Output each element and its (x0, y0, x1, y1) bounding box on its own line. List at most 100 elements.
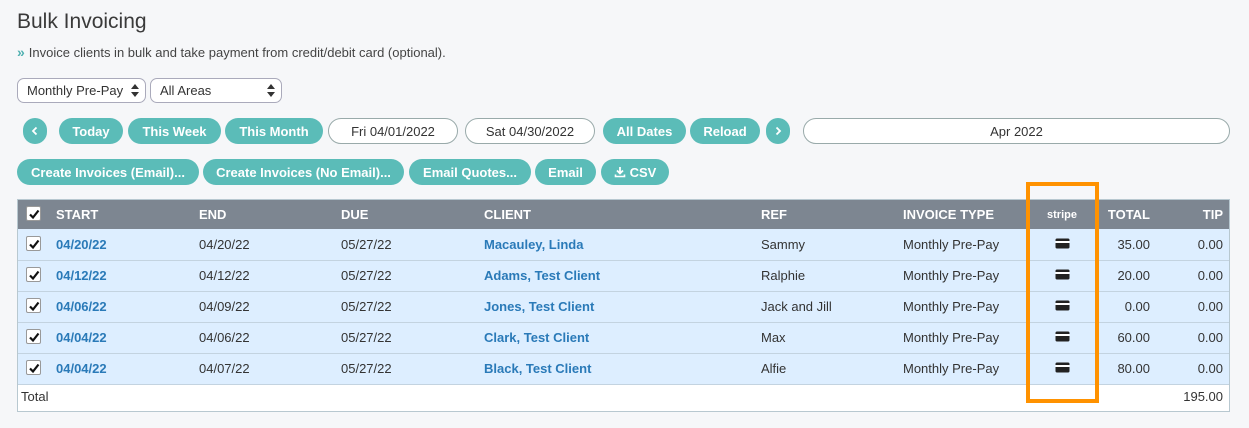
row-invoice-type: Monthly Pre-Pay (903, 236, 1000, 252)
row-checkbox[interactable] (26, 329, 41, 345)
chevron-right-icon (775, 126, 782, 136)
page-subtitle: » Invoice clients in bulk and take payme… (17, 44, 446, 60)
row-start-link[interactable]: 04/20/22 (56, 236, 107, 252)
row-checkbox[interactable] (26, 360, 41, 376)
row-client-link[interactable]: Clark, Test Client (484, 330, 590, 345)
subtitle-text: Invoice clients in bulk and take payment… (28, 44, 446, 60)
row-ref: Max (761, 330, 786, 345)
row-tip: 0.00 (1197, 361, 1223, 376)
header-ref[interactable]: REF (761, 207, 787, 222)
row-client-link[interactable]: Jones, Test Client (484, 299, 595, 314)
header-start[interactable]: START (56, 207, 99, 222)
area-select-value: All Areas (160, 83, 212, 98)
checkmark-icon (28, 332, 39, 342)
row-due: 05/27/22 (341, 361, 392, 376)
checkmark-icon (28, 301, 39, 311)
total-label: Total (21, 388, 49, 404)
row-invoice-type: Monthly Pre-Pay (903, 299, 1000, 314)
select-arrows-icon (131, 83, 139, 98)
row-start-link[interactable]: 04/04/22 (56, 361, 107, 376)
row-client-link[interactable]: Adams, Test Client (484, 268, 601, 283)
row-total: 35.00 (1117, 236, 1150, 252)
header-client[interactable]: CLIENT (484, 207, 531, 222)
header-invoice-type[interactable]: INVOICE TYPE (903, 207, 995, 222)
row-total: 0.00 (1124, 299, 1150, 314)
row-tip: 0.00 (1197, 299, 1223, 314)
next-period-button[interactable] (766, 118, 790, 144)
row-client-link[interactable]: Macauley, Linda (484, 236, 584, 252)
row-start-link[interactable]: 04/04/22 (56, 330, 107, 345)
create-invoices-email-button[interactable]: Create Invoices (Email)... (17, 159, 199, 185)
table-row: 04/20/22 04/20/22 05/27/22 Macauley, Lin… (18, 229, 1229, 260)
row-start-link[interactable]: 04/12/22 (56, 268, 107, 283)
row-ref: Alfie (761, 361, 787, 376)
email-button[interactable]: Email (535, 159, 596, 185)
table-row: 04/12/22 04/12/22 05/27/22 Adams, Test C… (18, 260, 1229, 291)
this-month-button[interactable]: This Month (225, 118, 323, 144)
row-total: 20.00 (1117, 268, 1150, 283)
grand-total: 195.00 (1183, 388, 1223, 404)
page-title: Bulk Invoicing (17, 10, 147, 33)
previous-period-button[interactable] (23, 118, 47, 144)
select-all-checkbox-box[interactable] (26, 206, 41, 222)
header-total[interactable]: TOTAL (1107, 207, 1150, 222)
reload-button[interactable]: Reload (690, 118, 760, 144)
this-week-button[interactable]: This Week (128, 118, 221, 144)
invoice-type-select-value: Monthly Pre-Pay (27, 83, 124, 98)
end-date-input[interactable]: Sat 04/30/2022 (465, 118, 595, 144)
header-stripe: stripe (1047, 208, 1077, 221)
period-display: Apr 2022 (803, 118, 1230, 144)
row-total: 60.00 (1117, 330, 1150, 345)
row-ref: Ralphie (761, 268, 806, 283)
start-date-input[interactable]: Fri 04/01/2022 (328, 118, 458, 144)
checkmark-icon (28, 239, 39, 249)
row-due: 05/27/22 (341, 330, 392, 345)
credit-card-icon[interactable] (1055, 300, 1070, 311)
row-start-link[interactable]: 04/06/22 (56, 299, 107, 314)
today-button[interactable]: Today (59, 118, 123, 144)
table-row: 04/04/22 04/07/22 05/27/22 Black, Test C… (18, 353, 1229, 384)
row-end: 04/20/22 (199, 236, 250, 252)
row-tip: 0.00 (1197, 268, 1223, 283)
double-chevron-right-icon: » (17, 44, 25, 60)
csv-button-label: CSV (629, 164, 657, 180)
row-due: 05/27/22 (341, 268, 392, 283)
row-end: 04/07/22 (199, 361, 250, 376)
credit-card-icon[interactable] (1055, 238, 1070, 249)
table-row: 04/04/22 04/06/22 05/27/22 Clark, Test C… (18, 322, 1229, 353)
select-arrows-icon (267, 83, 275, 98)
area-select[interactable]: All Areas (150, 78, 282, 103)
table-header-row: START END DUE CLIENT REF INVOICE TYPE st… (18, 200, 1229, 229)
row-invoice-type: Monthly Pre-Pay (903, 361, 1000, 376)
header-tip[interactable]: TIP (1202, 207, 1223, 222)
row-tip: 0.00 (1197, 236, 1223, 252)
row-invoice-type: Monthly Pre-Pay (903, 268, 1000, 283)
row-checkbox[interactable] (26, 298, 41, 314)
row-checkbox[interactable] (26, 267, 41, 283)
row-end: 04/06/22 (199, 330, 250, 345)
row-total: 80.00 (1117, 361, 1150, 376)
invoice-type-select[interactable]: Monthly Pre-Pay (17, 78, 146, 103)
invoices-table: START END DUE CLIENT REF INVOICE TYPE st… (17, 199, 1230, 412)
row-due: 05/27/22 (341, 299, 392, 314)
checkmark-icon (28, 270, 39, 280)
row-client-link[interactable]: Black, Test Client (484, 361, 592, 376)
csv-button[interactable]: CSV (601, 159, 669, 185)
email-quotes-button[interactable]: Email Quotes... (409, 159, 531, 185)
table-total-row: Total 195.00 (18, 384, 1229, 408)
row-tip: 0.00 (1197, 330, 1223, 345)
row-checkbox[interactable] (26, 236, 41, 251)
create-invoices-no-email-button[interactable]: Create Invoices (No Email)... (203, 159, 404, 185)
credit-card-icon[interactable] (1055, 331, 1070, 342)
row-end: 04/12/22 (199, 268, 250, 283)
all-dates-button[interactable]: All Dates (603, 118, 686, 144)
header-end[interactable]: END (199, 207, 227, 222)
download-icon (614, 167, 625, 178)
row-ref: Sammy (761, 236, 806, 252)
credit-card-icon[interactable] (1055, 269, 1070, 280)
checkmark-icon (28, 209, 39, 219)
credit-card-icon[interactable] (1055, 362, 1070, 373)
header-due[interactable]: DUE (341, 207, 369, 222)
select-all-checkbox[interactable] (18, 200, 56, 229)
chevron-left-icon (31, 126, 38, 136)
